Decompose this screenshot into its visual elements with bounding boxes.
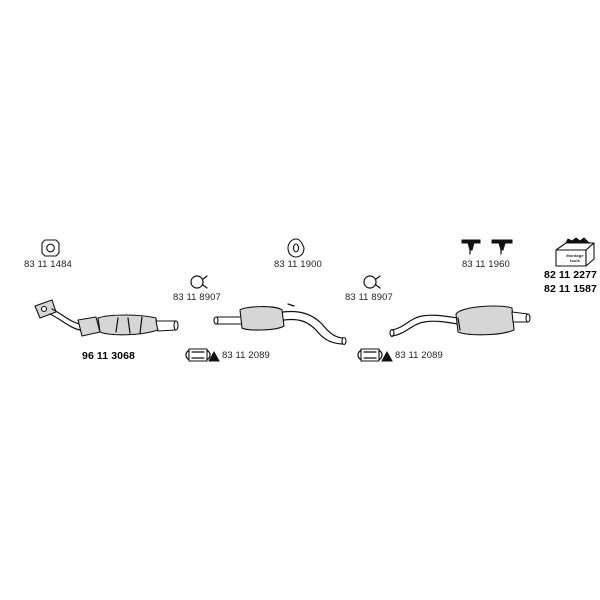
warning-triangle-icon	[208, 350, 220, 362]
front-pipe-catalyst	[34, 299, 179, 337]
square-gasket-icon	[41, 239, 60, 257]
middle-silencer	[213, 303, 347, 346]
u-clamp-set-icon	[185, 348, 211, 362]
part-number-front-pipe: 96 11 3068	[82, 350, 135, 362]
part-number-clamp-set-left: 83 11 2089	[222, 350, 270, 361]
part-number-mount-kit-a: 82 11 2277	[544, 269, 597, 281]
hanger-bracket-icon	[461, 239, 513, 255]
part-number-gasket: 83 11 1484	[24, 259, 72, 270]
clamp-ring-icon	[363, 275, 381, 289]
warning-triangle-icon	[381, 350, 393, 362]
u-clamp-set-icon	[357, 348, 383, 362]
clamp-ring-icon	[190, 275, 208, 289]
rubber-hanger-icon	[287, 238, 305, 258]
part-number-clamp-left: 83 11 8907	[173, 292, 221, 303]
kit-box-caption: Montage tools	[566, 253, 584, 263]
rear-silencer	[389, 305, 531, 338]
part-number-hangers-rear: 83 11 1960	[462, 259, 510, 270]
part-number-hanger: 83 11 1900	[274, 259, 322, 270]
part-number-mount-kit-b: 82 11 1587	[544, 283, 597, 295]
part-number-clamp-set-right: 83 11 2089	[395, 350, 443, 361]
part-number-clamp-right: 83 11 8907	[345, 292, 393, 303]
mounting-kit-box-icon	[555, 237, 595, 267]
